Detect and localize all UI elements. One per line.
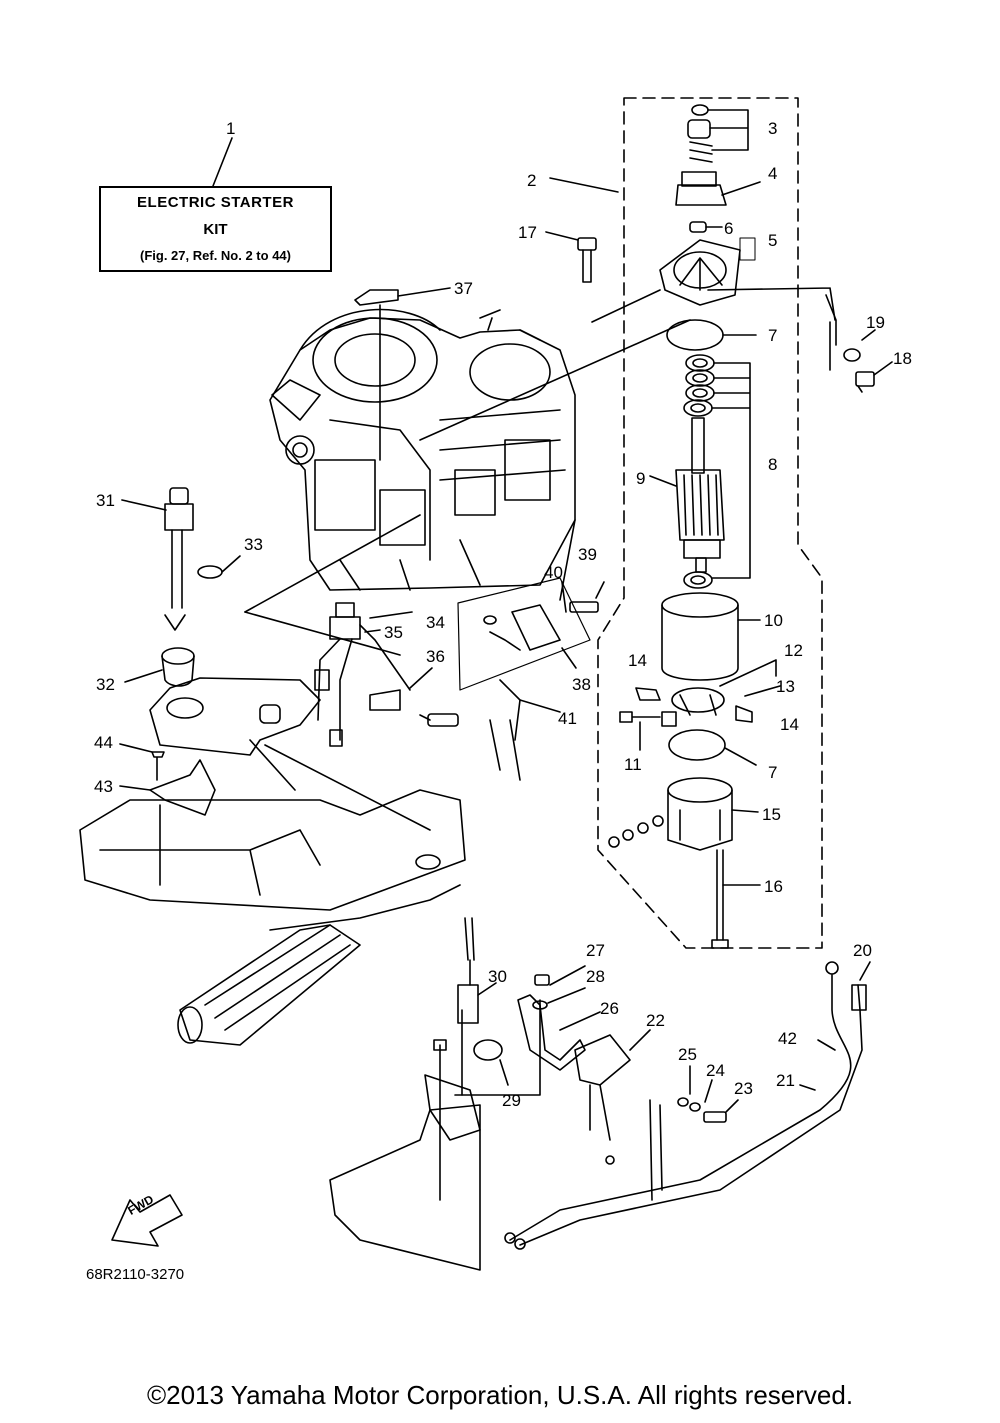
callout-31: 31 (96, 491, 115, 510)
callout-14: 14 (628, 651, 647, 670)
callout-14-right: 14 (780, 715, 799, 734)
callout-22: 22 (646, 1011, 665, 1030)
leader-1 (212, 137, 233, 187)
callout-28: 28 (586, 967, 605, 986)
callout-36: 36 (426, 647, 445, 666)
callout-44: 44 (94, 733, 113, 752)
callout-38: 38 (572, 675, 591, 694)
callout-11: 11 (624, 755, 642, 774)
callout-30: 30 (488, 967, 507, 986)
callout-34: 34 (426, 613, 445, 632)
callout-2: 2 (527, 171, 537, 190)
callout-33: 33 (244, 535, 263, 554)
callout-7-lower: 7 (768, 763, 778, 782)
kit-box-reference: (Fig. 27, Ref. No. 2 to 44) (140, 248, 291, 263)
callout-17: 17 (518, 223, 537, 242)
fwd-arrow (111, 1194, 183, 1247)
lower-electrical (329, 917, 871, 1271)
rectifier-group (457, 577, 605, 781)
callout-27: 27 (586, 941, 605, 960)
relay-assembly (314, 602, 459, 747)
callout-37: 37 (454, 279, 473, 298)
clip-37 (354, 289, 399, 306)
callout-12: 12 (784, 641, 803, 660)
callout-6: 6 (724, 219, 734, 238)
part-code: 68R2110-3270 (86, 1266, 185, 1283)
callout-21: 21 (776, 1071, 795, 1090)
callout-7: 7 (768, 326, 778, 345)
callout-39: 39 (578, 545, 597, 564)
callout-18: 18 (893, 349, 912, 368)
engine-block (269, 308, 576, 591)
callout-9: 9 (636, 469, 646, 488)
callout-19: 19 (866, 313, 885, 332)
kit-box-title: ELECTRIC STARTER (137, 194, 294, 211)
callout-42: 42 (778, 1029, 797, 1048)
callout-32: 32 (96, 675, 115, 694)
callout-23: 23 (734, 1079, 753, 1098)
callout-20: 20 (853, 941, 872, 960)
callout-35: 35 (384, 623, 403, 642)
callout-1: 1 (226, 119, 236, 138)
callout-13: 13 (776, 677, 795, 696)
callout-5: 5 (768, 231, 778, 250)
callout-40: 40 (544, 563, 563, 582)
switch-31 (121, 487, 241, 687)
callout-41: 41 (558, 709, 577, 728)
lower-case (149, 677, 431, 831)
callout-10: 10 (764, 611, 783, 630)
kit-box-subtitle: KIT (203, 221, 228, 238)
callout-29: 29 (502, 1091, 521, 1110)
copyright-notice: ©2013 Yamaha Motor Corporation, U.S.A. A… (146, 1380, 854, 1410)
callout-4: 4 (768, 164, 778, 183)
callout-25: 25 (678, 1045, 697, 1064)
mount-bracket (79, 743, 466, 1046)
callout-26: 26 (600, 999, 619, 1018)
callout-16: 16 (764, 877, 783, 896)
callout-43: 43 (94, 777, 113, 796)
callout-24: 24 (706, 1061, 725, 1080)
starter-motor (545, 104, 893, 949)
electric-starter-kit-box: ELECTRIC STARTER KIT (Fig. 27, Ref. No. … (99, 186, 332, 272)
callout-8: 8 (768, 455, 778, 474)
callout-3: 3 (768, 119, 778, 138)
callout-15: 15 (762, 805, 781, 824)
